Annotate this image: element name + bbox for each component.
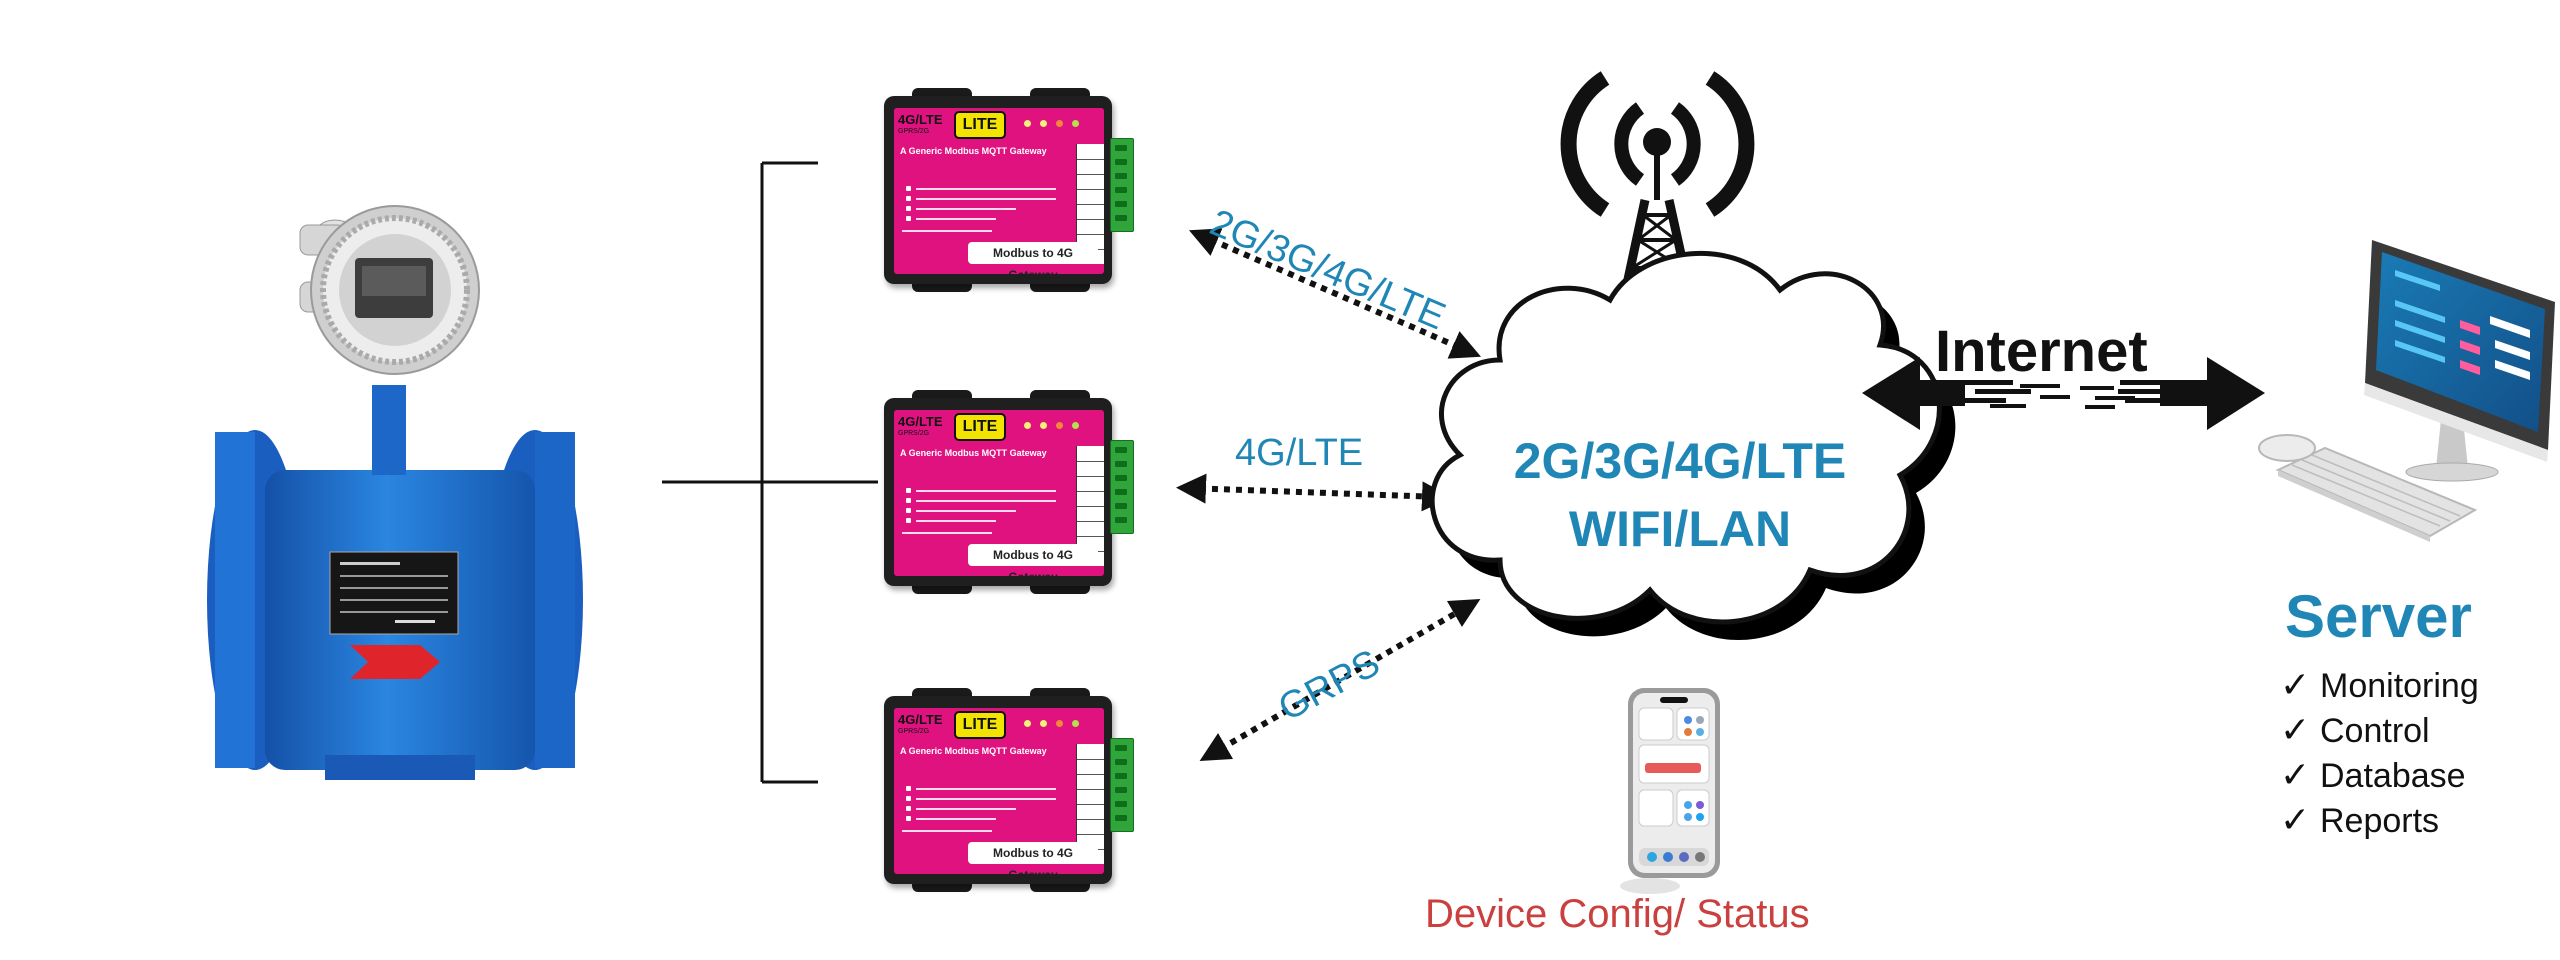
- gateway-device-top: 4G/LTE GPRS/2G LITE A Generic Modbus MQT…: [880, 88, 1134, 292]
- network-cloud: [1429, 250, 1956, 641]
- internet-label: Internet: [1935, 319, 2148, 384]
- status-led-icon: [1056, 720, 1063, 727]
- link-arrows: [1176, 228, 1482, 761]
- check-icon: ✓: [2280, 664, 2311, 705]
- arrow-top: [1188, 228, 1482, 359]
- status-led-icon: [1040, 422, 1047, 429]
- gateway-label: Modbus to 4G Gateway: [968, 842, 1098, 874]
- gateway-label: Modbus to 4G Gateway: [968, 242, 1098, 274]
- status-led-icon: [1024, 422, 1031, 429]
- gateway-brand-sub: GPRS/2G: [898, 128, 930, 135]
- flow-arrow-icon: [350, 645, 440, 679]
- status-led-icon: [1072, 120, 1079, 127]
- internet-arrow: [1862, 357, 2265, 430]
- status-led-icon: [1040, 720, 1047, 727]
- bracket-lines: [662, 161, 878, 784]
- status-led-icon: [1024, 720, 1031, 727]
- gateway-brand-sub: GPRS/2G: [898, 728, 930, 735]
- gateway-lite-badge: LITE: [954, 711, 1006, 739]
- cloud-line-2: WIFI/LAN: [1568, 501, 1792, 557]
- status-led-icon: [1056, 422, 1063, 429]
- arrow-middle: [1176, 473, 1452, 512]
- terminal-connector: [1110, 738, 1134, 832]
- server-feature-item: ✓Monitoring: [2280, 664, 2479, 705]
- check-icon: ✓: [2280, 799, 2311, 840]
- gateway-lite-badge: LITE: [954, 111, 1006, 139]
- gateway-brand: 4G/LTE: [898, 112, 943, 127]
- gateway-label: Modbus to 4G Gateway: [968, 544, 1098, 576]
- check-icon: ✓: [2280, 754, 2311, 795]
- terminal-connector: [1110, 138, 1134, 232]
- gateway-title: A Generic Modbus MQTT Gateway: [900, 448, 1047, 458]
- arrow-bottom: [1199, 599, 1481, 761]
- check-icon: ✓: [2280, 709, 2311, 750]
- status-led-icon: [1056, 120, 1063, 127]
- server-feature-item: ✓Database: [2280, 754, 2466, 795]
- link-label-middle: 4G/LTE: [1235, 432, 1364, 474]
- server-computer-icon: [2258, 240, 2555, 542]
- status-led-icon: [1040, 120, 1047, 127]
- cloud-line-1: 2G/3G/4G/LTE: [1513, 433, 1847, 489]
- server-feature-item: ✓Control: [2280, 709, 2430, 750]
- gateway-brand: 4G/LTE: [898, 414, 943, 429]
- gateway-title: A Generic Modbus MQTT Gateway: [900, 746, 1047, 756]
- server-feature-item: ✓Reports: [2280, 799, 2440, 840]
- terminal-connector: [1110, 440, 1134, 534]
- gateway-device-middle: 4G/LTE GPRS/2G LITE A Generic Modbus MQT…: [880, 390, 1134, 594]
- status-led-icon: [1024, 120, 1031, 127]
- gateway-brand-sub: GPRS/2G: [898, 430, 930, 437]
- flow-meter: [207, 205, 583, 780]
- status-led-icon: [1072, 422, 1079, 429]
- smartphone-icon: [1620, 688, 1720, 894]
- gateway-device-bottom: 4G/LTE GPRS/2G LITE A Generic Modbus MQT…: [880, 688, 1134, 892]
- gateway-brand: 4G/LTE: [898, 712, 943, 727]
- server-title: Server: [2285, 583, 2472, 650]
- meter-nameplate: [329, 551, 459, 635]
- mouse: [2258, 434, 2316, 462]
- gateway-lite-badge: LITE: [954, 413, 1006, 441]
- status-led-icon: [1072, 720, 1079, 727]
- phone-caption: Device Config/ Status: [1425, 892, 1810, 936]
- gateway-title: A Generic Modbus MQTT Gateway: [900, 146, 1047, 156]
- server-feature-list: ✓Monitoring ✓Control ✓Database ✓Reports: [2280, 662, 2479, 842]
